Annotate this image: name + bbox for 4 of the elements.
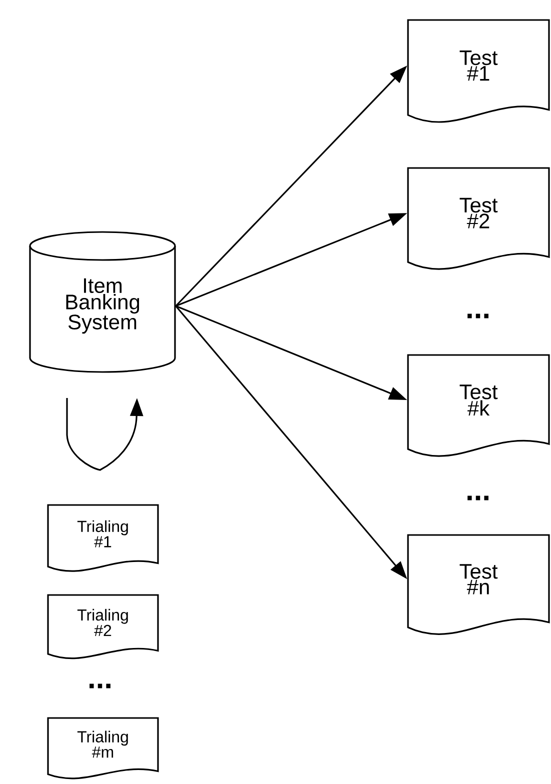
ellipsis: ... <box>468 314 488 318</box>
ellipsis: ... <box>90 684 110 688</box>
ellipsis: ... <box>468 496 488 500</box>
database-cylinder: Item Banking System <box>29 231 176 373</box>
